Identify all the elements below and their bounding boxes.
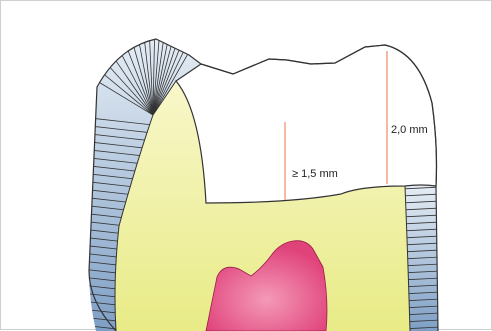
label-depth-occlusal: ≥ 1,5 mm [292,168,338,180]
label-depth-cusp: 2,0 mm [391,124,428,136]
